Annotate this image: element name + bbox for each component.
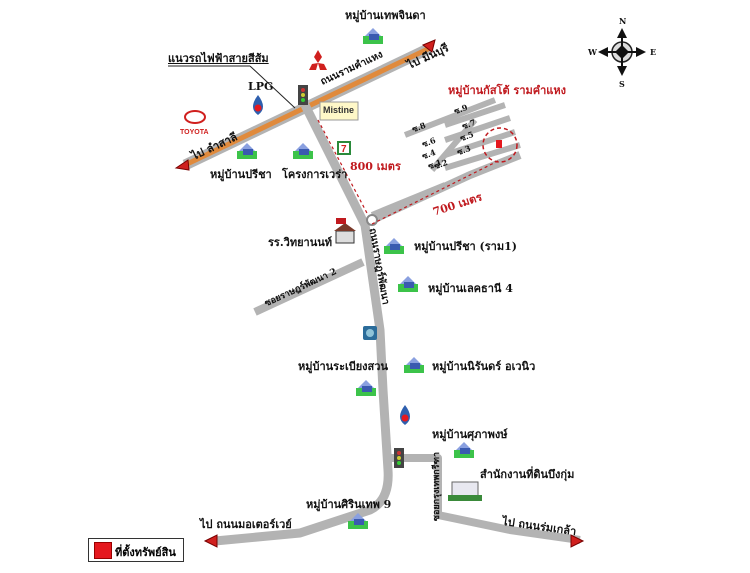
road-rat-phatthana — [214, 102, 393, 546]
traffic-light-icon-1 — [298, 85, 308, 105]
orange-line-pointer — [249, 65, 296, 109]
place-preecha-ram1: หมู่บ้านปรีชา (ราม1) — [414, 240, 517, 253]
road-label-right-soi: ซอยกรุงเทพกรีฑา — [432, 451, 443, 522]
seven-eleven-icon — [337, 141, 351, 155]
place-sirin-9: หมู่บ้านศิรินเทพ 9 — [306, 498, 392, 511]
place-land-office: สำนักงานที่ดินบึงกุ่ม — [480, 468, 575, 481]
orange-line-label: แนวรถไฟฟ้าสายสีส้ม — [168, 52, 269, 65]
compass-w: W — [588, 47, 597, 57]
place-rabiang-suan: หมู่บ้านระเบียงสวน — [298, 360, 388, 373]
arrow-lam-sali — [174, 159, 190, 171]
place-school: รร.วิทยานนท์ — [268, 236, 332, 249]
mistine-icon — [319, 101, 359, 121]
traffic-light-icon-2 — [394, 448, 404, 468]
lpg-label: LPG — [248, 80, 274, 93]
place-thepkanchana: หมู่บ้านเทพจินดา — [345, 9, 426, 22]
toyota-icon — [184, 110, 206, 124]
place-vera: โครงการเวร่า — [282, 168, 348, 181]
mitsubishi-icon — [309, 50, 327, 70]
soi-grid — [403, 97, 521, 172]
road-soi-2 — [253, 258, 365, 316]
distance-800-label: 800 เมตร — [350, 160, 401, 173]
place-preecha: หมู่บ้านปรีชา — [210, 168, 272, 181]
legend-label: ที่ตั้งทรัพย์สิน — [115, 546, 176, 559]
svg-text:Mistine: Mistine — [323, 105, 354, 115]
property-circle — [482, 127, 518, 163]
arrow-rom-klao — [570, 534, 585, 548]
compass-icon — [598, 28, 646, 76]
compass-s: S — [619, 79, 625, 89]
direction-motorway: ไป ถนนมอเตอร์เวย์ — [200, 518, 292, 531]
svg-text:7: 7 — [341, 144, 347, 155]
school-icon — [334, 218, 356, 244]
place-supaphong: หมู่บ้านศุภาพงษ์ — [432, 428, 508, 441]
arrow-min-buri — [422, 39, 436, 53]
place-nirun-avenue: หมู่บ้านนิรันดร์ อเวนิว — [432, 360, 536, 373]
property-marker — [496, 140, 502, 148]
compass-n: N — [619, 16, 627, 26]
place-kassakow: หมู่บ้านกัสโต้ รามคำแหง — [448, 84, 567, 97]
compass-e: E — [650, 47, 657, 57]
legend-swatch — [94, 542, 112, 559]
road-right-soi — [391, 454, 581, 544]
legend: ที่ตั้งทรัพย์สิน — [88, 538, 184, 562]
svg-text:TOYOTA: TOYOTA — [180, 129, 209, 136]
land-office-icon — [448, 481, 482, 501]
arrow-motorway — [203, 534, 218, 548]
village-icons — [237, 28, 474, 529]
place-lakehouse4: หมู่บ้านเลคธานี 4 — [428, 282, 513, 295]
